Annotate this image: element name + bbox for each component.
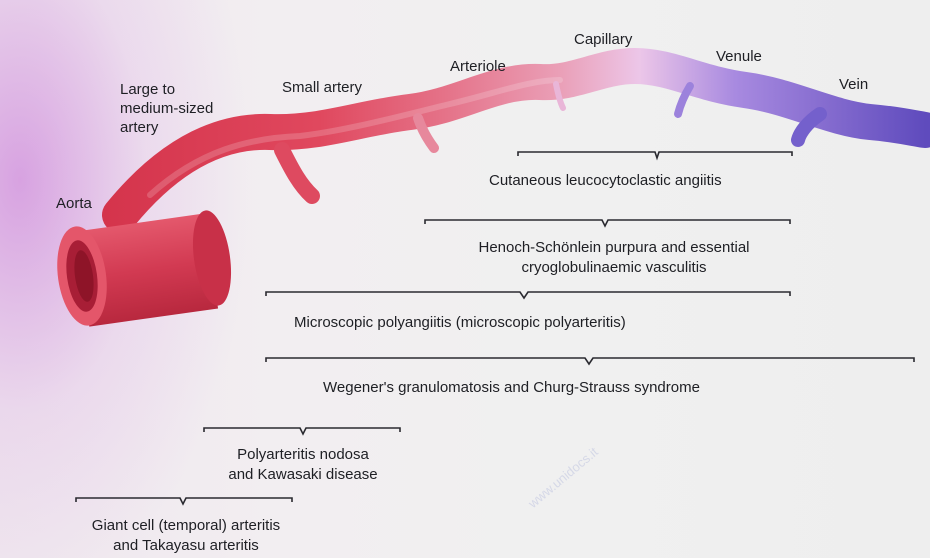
wegener-label: Wegener's granulomatosis and Churg-Strau… <box>323 378 700 398</box>
capillary-label: Capillary <box>574 30 632 49</box>
venule-label: Venule <box>716 47 762 66</box>
bracket-henoch <box>425 220 790 226</box>
small-artery-label: Small artery <box>282 78 362 97</box>
bracket-wegener <box>266 358 914 364</box>
giant-cell-label: Giant cell (temporal) arteritis and Taka… <box>54 516 318 556</box>
vein-label: Vein <box>839 75 868 94</box>
polyarteritis-label-line: and Kawasaki disease <box>192 465 414 485</box>
polyarteritis-label-line: Polyarteritis nodosa <box>192 445 414 465</box>
giant-cell-label-line: and Takayasu arteritis <box>54 536 318 556</box>
large-artery-label: Large to medium-sized artery <box>120 80 213 137</box>
bracket-giant-cell <box>76 498 292 504</box>
bracket-microscopic <box>266 292 790 298</box>
aorta-label: Aorta <box>56 194 92 213</box>
microscopic-label: Microscopic polyangiitis (microscopic po… <box>294 313 626 333</box>
giant-cell-label-line: Giant cell (temporal) arteritis <box>54 516 318 536</box>
bracket-cutaneous <box>518 152 792 158</box>
henoch-label: Henoch-Schönlein purpura and essential c… <box>418 238 810 278</box>
large-artery-label-line: Large to <box>120 80 213 99</box>
aorta-cylinder <box>51 208 236 329</box>
branch-small-artery <box>282 150 312 196</box>
large-artery-label-line: artery <box>120 118 213 137</box>
large-artery-label-line: medium-sized <box>120 99 213 118</box>
henoch-label-line: cryoglobulinaemic vasculitis <box>418 258 810 278</box>
cutaneous-label: Cutaneous leucocytoclastic angiitis <box>489 171 722 191</box>
henoch-label-line: Henoch-Schönlein purpura and essential <box>418 238 810 258</box>
bracket-polyarteritis <box>204 428 400 434</box>
polyarteritis-label: Polyarteritis nodosa and Kawasaki diseas… <box>192 445 414 485</box>
arteriole-label: Arteriole <box>450 57 506 76</box>
